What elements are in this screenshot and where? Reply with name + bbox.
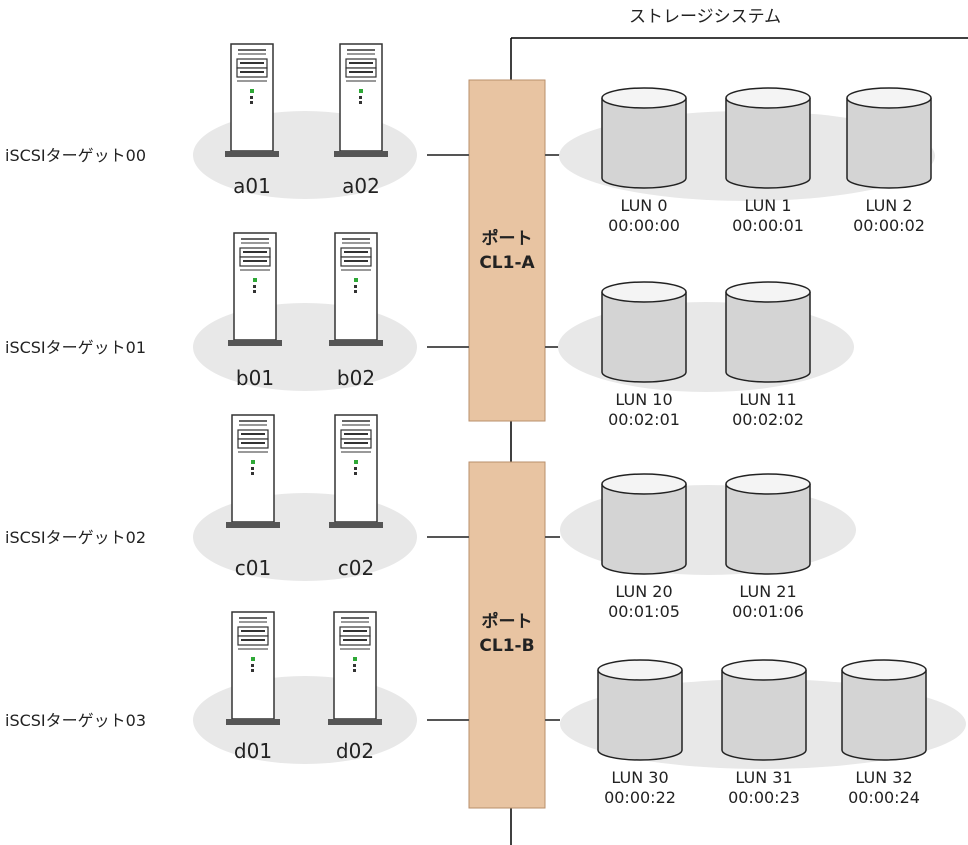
server-icon <box>334 43 388 157</box>
server-icon <box>228 232 282 346</box>
host-label: a01 <box>233 174 271 198</box>
ldev-id-label: 00:00:24 <box>848 788 920 807</box>
ldev-id-label: 00:00:00 <box>608 216 680 235</box>
host-label: b02 <box>337 366 375 390</box>
lun-number-label: LUN 21 <box>739 582 796 601</box>
host-label: d02 <box>336 739 374 763</box>
lun-disk-icon <box>601 473 687 575</box>
lun-disk-icon <box>601 281 687 383</box>
port-cl1-b: ポート CL1-B <box>468 461 546 809</box>
lun-number-label: LUN 0 <box>620 196 667 215</box>
server-icon <box>328 611 382 725</box>
server-icon <box>226 414 280 528</box>
server-icon <box>226 611 280 725</box>
host-label: a02 <box>342 174 380 198</box>
port-label-line1: ポート <box>482 611 533 632</box>
host-label: c01 <box>235 556 271 580</box>
host-label: c02 <box>338 556 374 580</box>
storage-system-label: ストレージシステム <box>629 7 781 27</box>
port-cl1-a: ポート CL1-A <box>468 79 546 422</box>
server-icon <box>329 232 383 346</box>
lun-number-label: LUN 20 <box>615 582 672 601</box>
lun-disk-icon <box>725 281 811 383</box>
lun-number-label: LUN 10 <box>615 390 672 409</box>
lun-disk-icon <box>841 659 927 761</box>
lun-disk-icon <box>846 87 932 189</box>
lun-number-label: LUN 2 <box>865 196 912 215</box>
host-group-ellipse <box>193 303 417 391</box>
lun-number-label: LUN 11 <box>739 390 796 409</box>
iscsi-target-label: iSCSIターゲット01 <box>5 338 146 357</box>
lun-disk-icon <box>725 87 811 189</box>
port-label-line2: CL1-B <box>479 636 534 656</box>
server-icon <box>329 414 383 528</box>
ldev-id-label: 00:00:23 <box>728 788 800 807</box>
lun-number-label: LUN 30 <box>611 768 668 787</box>
ldev-id-label: 00:02:02 <box>732 410 804 429</box>
ldev-id-label: 00:01:06 <box>732 602 804 621</box>
iscsi-target-label: iSCSIターゲット02 <box>5 528 146 547</box>
lun-number-label: LUN 1 <box>744 196 791 215</box>
lun-number-label: LUN 32 <box>855 768 912 787</box>
ldev-id-label: 00:02:01 <box>608 410 680 429</box>
iscsi-target-label: iSCSIターゲット03 <box>5 711 146 730</box>
server-icon <box>225 43 279 157</box>
ldev-id-label: 00:00:22 <box>604 788 676 807</box>
host-label: b01 <box>236 366 274 390</box>
ldev-id-label: 00:00:01 <box>732 216 804 235</box>
lun-disk-icon <box>721 659 807 761</box>
port-label-line2: CL1-A <box>479 253 535 273</box>
host-group-ellipse <box>193 493 417 581</box>
storage-system-boundary <box>510 37 968 845</box>
port-label-line1: ポート <box>482 228 533 249</box>
iscsi-target-label: iSCSIターゲット00 <box>5 146 146 165</box>
ldev-id-label: 00:00:02 <box>853 216 925 235</box>
lun-number-label: LUN 31 <box>735 768 792 787</box>
lun-disk-icon <box>601 87 687 189</box>
host-label: d01 <box>234 739 272 763</box>
lun-disk-icon <box>597 659 683 761</box>
ldev-id-label: 00:01:05 <box>608 602 680 621</box>
lun-disk-icon <box>725 473 811 575</box>
